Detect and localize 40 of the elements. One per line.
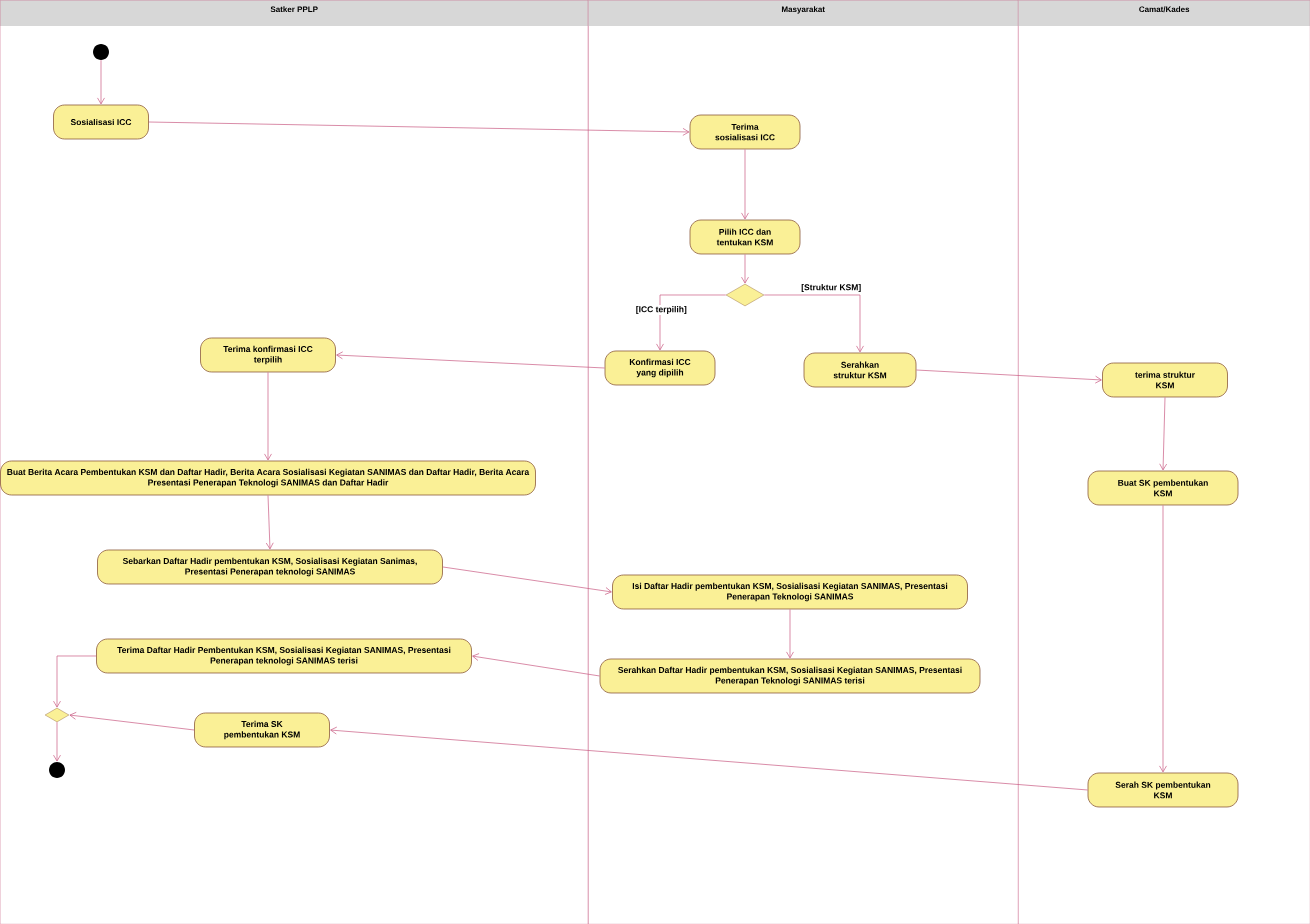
arrow [97, 59, 105, 105]
arrow [741, 254, 749, 284]
arrow [69, 711, 195, 731]
arrow [442, 566, 612, 595]
arrow [916, 369, 1102, 384]
arrow [265, 495, 274, 550]
arrow [330, 726, 1088, 791]
action-box: Serahkan Daftar Hadir pembentukan KSM, Sosialisasi Kegiatan SANIMAS, Presentasi Penerapan Teknologi SANIMAS terisi [599, 658, 981, 694]
action-box: Pilih ICC dan tentukan KSM [689, 219, 801, 255]
action-box: Terima konfirmasi ICC terpilih [200, 337, 336, 373]
decision-diamond [725, 283, 765, 307]
start-node [93, 44, 109, 60]
action-box: Buat SK pembentukan KSM [1087, 470, 1239, 506]
arrow [148, 121, 690, 136]
arrow [53, 655, 97, 708]
arrow [336, 351, 605, 369]
arrow [53, 721, 61, 762]
end-node [49, 762, 65, 778]
action-box: Sosialisasi ICC [53, 104, 149, 140]
arrow [264, 372, 272, 461]
action-box: Terima SK pembentukan KSM [194, 712, 330, 748]
action-box: Isi Daftar Hadir pembentukan KSM, Sosialisasi Kegiatan SANIMAS, Presentasi Penerapan Teknologi SANIMAS [612, 574, 968, 610]
action-box: Serahkan struktur KSM [803, 352, 917, 388]
decision-diamond [44, 707, 70, 723]
action-box: Sebarkan Daftar Hadir pembentukan KSM, Sosialisasi Kegiatan Sanimas, Presentasi Penerapan teknologi SANIMAS [97, 549, 443, 585]
action-box: terima struktur KSM [1102, 362, 1228, 398]
arrow [763, 294, 864, 353]
guard-label: [ICC terpilih] [634, 305, 688, 315]
arrow [1159, 397, 1168, 471]
arrow [786, 609, 794, 659]
arrow [741, 149, 749, 220]
arrow [472, 653, 600, 677]
arrow [656, 294, 727, 351]
action-box: Konfirmasi ICC yang dipilih [604, 350, 716, 386]
guard-label: [Struktur KSM] [800, 283, 863, 293]
action-box: Buat Berita Acara Pembentukan KSM dan Daftar Hadir, Berita Acara Sosialisasi Kegiatan SANIMAS dan Daftar Hadir, Berita Acara Presentasi Penerapan Teknologi SANIMAS dan Daftar Hadir [0, 460, 536, 496]
action-box: Terima sosialisasi ICC [689, 114, 801, 150]
action-box: Serah SK pembentukan KSM [1087, 772, 1239, 808]
arrow [1159, 505, 1167, 773]
action-box: Terima Daftar Hadir Pembentukan KSM, Sosialisasi Kegiatan SANIMAS, Presentasi Penerapan teknologi SANIMAS terisi [96, 638, 472, 674]
